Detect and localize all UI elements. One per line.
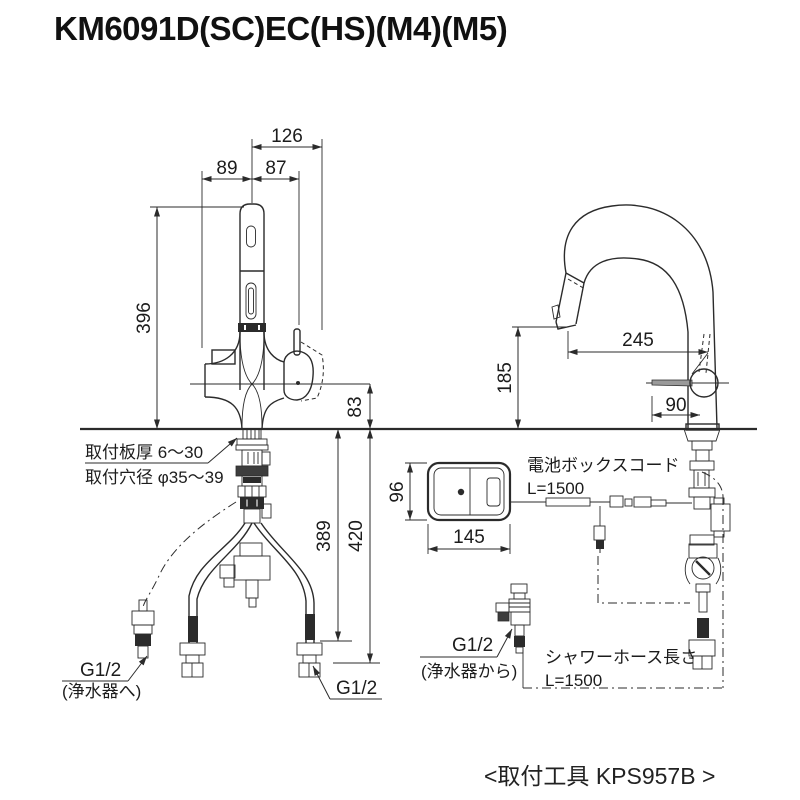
- side-undercounter: [683, 428, 731, 670]
- dim-420-label: 420: [346, 520, 367, 552]
- front-leader-lines: [62, 437, 382, 700]
- g12-filter-label: G1/2: [80, 660, 121, 681]
- dim-83-label: 83: [345, 396, 366, 417]
- shower-hose-label: シャワーホース長さ: [545, 648, 697, 667]
- branch-valve: [219, 542, 271, 608]
- side-leader-lines: [420, 628, 513, 658]
- front-faucet-body: [204, 203, 324, 430]
- dim-89-label: 89: [216, 158, 237, 179]
- side-dimension-lines: [515, 327, 708, 429]
- battery-box: [405, 461, 512, 554]
- front-shank: [235, 428, 272, 524]
- shower-hose-length-label: L=1500: [545, 671, 602, 690]
- dim-90-label: 90: [665, 395, 686, 416]
- dim-396-label: 396: [134, 302, 155, 334]
- battery-box-length-label: L=1500: [527, 479, 584, 498]
- filter-connector: [131, 599, 155, 659]
- dim-145-label: 145: [453, 527, 485, 548]
- front-handle: [283, 328, 324, 402]
- dim-389-label: 389: [314, 520, 335, 552]
- purifier-valve: [495, 583, 531, 654]
- dim-126-label: 126: [271, 126, 303, 147]
- mount-hole-label: 取付穴径 φ35〜39: [85, 468, 224, 487]
- front-view-drawing: 126 89 87 396 83 389 420 取付板厚 6〜30 取付穴径 …: [62, 126, 382, 701]
- battery-box-label: 電池ボックスコード: [527, 456, 680, 475]
- gooseneck-spout: [551, 204, 729, 431]
- front-extension-lines: [150, 139, 380, 664]
- g12-filter-sublabel: (浄水器へ): [62, 682, 141, 701]
- mounting-tool-note: <取付工具 KPS957B >: [484, 763, 716, 789]
- dim-185-label: 185: [495, 362, 516, 394]
- battery-cord: [510, 495, 692, 604]
- dim-245-label: 245: [622, 330, 654, 351]
- model-number-title: KM6091D(SC)EC(HS)(M4)(M5): [54, 10, 508, 47]
- g12-right-label: G1/2: [336, 678, 377, 699]
- supply-hoses: [188, 522, 315, 643]
- hose-connector-left: [179, 642, 206, 678]
- side-handle: [646, 368, 729, 398]
- front-dimension-lines: [154, 144, 373, 663]
- hose-connector-right: [296, 642, 323, 678]
- mount-plate-label: 取付板厚 6〜30: [85, 443, 203, 462]
- spray-head-clip: [551, 304, 561, 320]
- dim-96-label: 96: [387, 481, 408, 502]
- side-view-drawing: 245 185 90 96 145 電池ボックスコード L=1500 G1/2 …: [387, 204, 731, 690]
- front-undercounter: [131, 428, 323, 678]
- g12-purifier-label: G1/2: [452, 635, 493, 656]
- g12-purifier-sublabel: (浄水器から): [421, 662, 517, 681]
- dim-87-label: 87: [265, 158, 286, 179]
